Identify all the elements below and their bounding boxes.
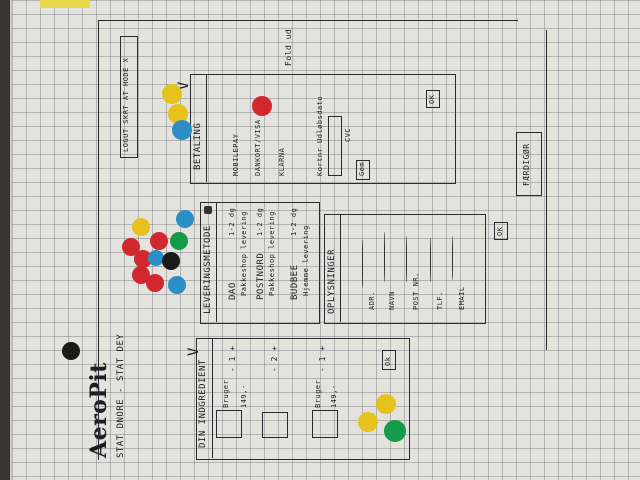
ingredients-panel	[196, 338, 410, 460]
item-image	[262, 412, 288, 438]
green-dot	[170, 232, 188, 250]
info-field-address: ADR.	[368, 291, 376, 310]
info-header-divider	[340, 214, 341, 322]
delivery-option-label[interactable]: BUDBEE	[290, 264, 300, 300]
payment-header-divider	[206, 74, 207, 182]
blue-dot	[176, 210, 194, 228]
red-dot	[132, 266, 150, 284]
qty-stepper[interactable]: - 1 +	[228, 345, 237, 372]
item-price: 149,-	[330, 384, 338, 408]
delivery-option-label[interactable]: POSTNORD	[256, 252, 266, 300]
red-dot	[146, 274, 164, 292]
ingredients-header: DIN INDGREDIENT	[198, 359, 208, 448]
input-line[interactable]	[384, 232, 386, 282]
delivery-header-divider	[216, 202, 217, 322]
logout-box[interactable]	[120, 36, 138, 158]
sticky-note	[40, 0, 90, 8]
yellow-dot	[358, 412, 378, 432]
cvc-input[interactable]: CVC	[344, 127, 352, 142]
info-header: OPLYSNINGER	[327, 248, 337, 314]
input-line[interactable]	[406, 236, 408, 282]
payment-option[interactable]: DANKORT/VISA	[254, 119, 262, 176]
ingredients-header-divider	[212, 338, 213, 458]
payment-header: BETALING	[193, 122, 203, 170]
frame-right	[546, 30, 547, 350]
info-field-zip: POST NR.	[412, 272, 420, 310]
save-box[interactable]	[356, 160, 370, 180]
black-dot	[62, 342, 80, 360]
grid-paper	[10, 0, 640, 480]
payment-option[interactable]: KLARNA	[278, 147, 286, 176]
info-field-name: NAVN	[388, 291, 396, 310]
chevron-down-icon[interactable]: V	[186, 347, 202, 356]
delivery-option-label[interactable]: DAO	[228, 282, 238, 300]
black-dot	[162, 252, 180, 270]
red-dot	[122, 238, 140, 256]
delivery-option-time: 1-2 dg	[290, 207, 298, 236]
save-button[interactable]: Gem	[358, 161, 366, 176]
info-ok-button[interactable]: OK	[496, 226, 504, 236]
card-number-input[interactable]	[328, 116, 342, 176]
delivery-option-time: 1-2 dg	[256, 207, 264, 236]
yellow-dot	[132, 218, 150, 236]
yellow-dot	[376, 394, 396, 414]
blue-dot	[172, 120, 192, 140]
info-panel	[324, 214, 486, 324]
input-line[interactable]	[430, 238, 432, 282]
delivery-option-sub: Hjemme levering	[302, 225, 310, 296]
triangle-icon	[204, 206, 212, 214]
logout-button[interactable]: LOGUT SKRT AT HODE X	[122, 57, 130, 152]
red-dot	[134, 250, 152, 268]
delivery-header: LEVERINGSMETODE	[203, 225, 213, 314]
delivery-panel	[200, 202, 320, 324]
card-fields: Kortnr Udløbsdato	[316, 95, 324, 176]
app-subtitle: STAT DNORE - STAT DEY	[116, 333, 126, 458]
info-field-email: EMAIL	[458, 286, 466, 310]
item-name: Bruger	[314, 379, 322, 408]
ingredients-ok-button[interactable]: Ok	[384, 356, 392, 366]
finish-box[interactable]	[516, 132, 542, 196]
yellow-dot	[162, 84, 182, 104]
info-field-phone: TLF.	[436, 291, 444, 310]
app-title: AeroPit	[86, 362, 112, 458]
green-dot	[384, 420, 406, 442]
blue-dot	[168, 276, 186, 294]
item-price: 149,-	[240, 384, 248, 408]
input-line[interactable]	[362, 240, 364, 288]
fold-out-label: Fold ud	[284, 28, 293, 66]
payment-ok-box[interactable]	[426, 90, 440, 108]
qty-stepper[interactable]: - 2 +	[270, 345, 279, 372]
delivery-option-time: 1-2 dg	[228, 207, 236, 236]
ingredients-header-line	[196, 338, 197, 339]
blue-dot	[148, 250, 164, 266]
frame-left	[98, 20, 99, 460]
input-line[interactable]	[452, 236, 454, 280]
finish-button[interactable]: FÆRDIGØR	[522, 143, 531, 186]
yellow-dot	[168, 104, 188, 124]
payment-option[interactable]: MOBILEPAY	[232, 133, 240, 176]
info-ok-box[interactable]	[494, 222, 508, 240]
delivery-option-sub: Pakkeshop levering	[268, 211, 276, 296]
item-image	[216, 410, 242, 438]
red-dot	[252, 96, 272, 116]
ingredients-ok-box[interactable]	[382, 350, 396, 370]
item-image	[312, 410, 338, 438]
delivery-option-sub: Pakkeshop levering	[240, 211, 248, 296]
payment-ok-button[interactable]: OK	[428, 94, 436, 104]
red-dot	[150, 232, 168, 250]
frame-top	[98, 20, 518, 21]
item-name: Bruger	[222, 379, 230, 408]
qty-stepper[interactable]: - 1 +	[318, 345, 327, 372]
